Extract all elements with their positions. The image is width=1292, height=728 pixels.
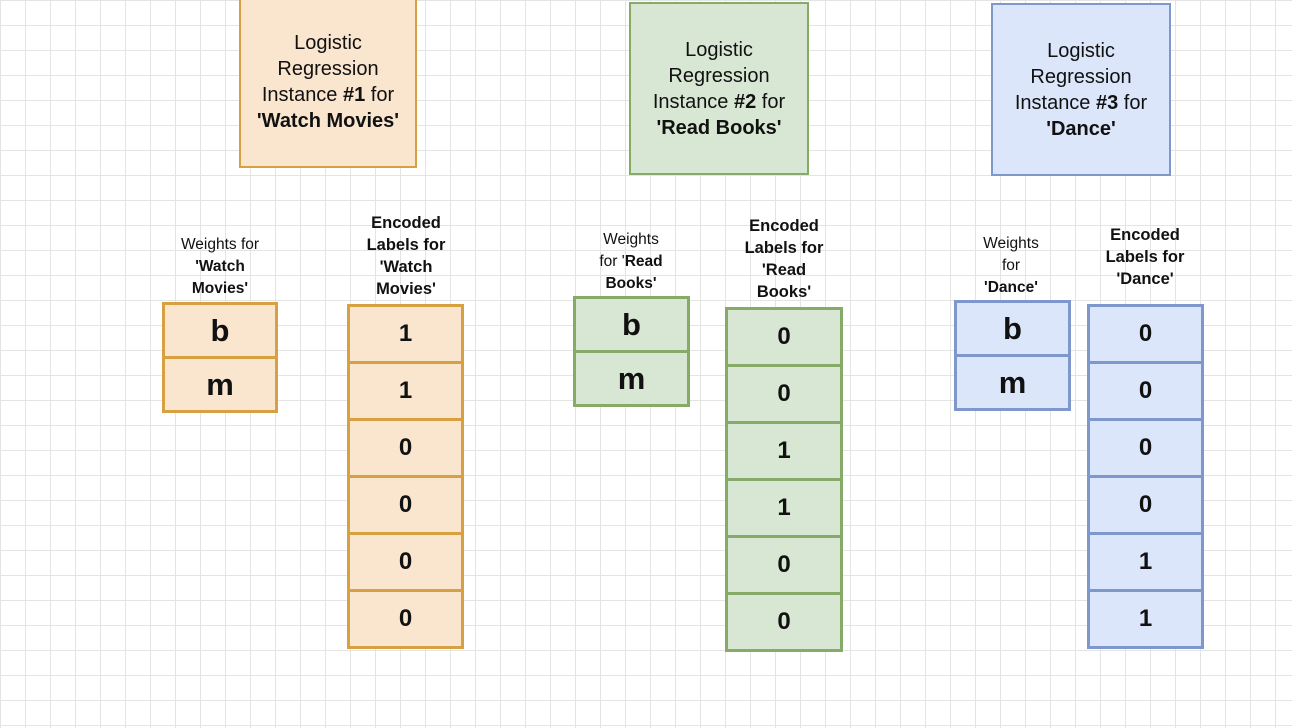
weight-cell: m	[954, 354, 1071, 411]
instance-prefix: Instance	[652, 90, 734, 113]
title-line: Logistic	[1047, 39, 1115, 62]
weight-cell: b	[573, 296, 690, 353]
label-cell: 1	[725, 421, 843, 481]
label-cell: 0	[347, 589, 464, 649]
label-cell: 0	[725, 535, 843, 595]
labels-column-2: 0 0 1 1 0 0	[725, 307, 843, 652]
label-cell: 1	[347, 304, 464, 364]
label-cell: 0	[725, 364, 843, 424]
label-cell: 1	[1087, 589, 1204, 649]
labels-caption-1: Encoded Labels for 'Watch Movies'	[366, 214, 446, 298]
label-cell: 0	[725, 307, 843, 367]
label-cell: 0	[1087, 418, 1204, 478]
title-line: Regression	[1030, 65, 1132, 88]
weight-cell: m	[162, 356, 278, 413]
label-cell: 0	[347, 475, 464, 535]
instance-suffix: for	[365, 84, 395, 106]
labels-caption-3: Encoded Labels for 'Dance'	[1105, 226, 1185, 288]
target-label: 'Read Books'	[656, 116, 782, 139]
weight-cell: b	[162, 302, 278, 359]
instance-2-title-box: Logistic Regression Instance #2 for 'Rea…	[629, 2, 809, 175]
instance-prefix: Instance	[261, 84, 343, 106]
instance-number: #2	[734, 90, 757, 113]
weights-column-3: b m	[954, 300, 1071, 411]
weight-cell: b	[954, 300, 1071, 357]
title-line: Regression	[277, 58, 379, 80]
weights-column-2: b m	[573, 296, 690, 407]
instance-prefix: Instance	[1014, 91, 1096, 114]
label-cell: 0	[1087, 304, 1204, 364]
weights-column-1: b m	[162, 302, 278, 413]
labels-column-1: 1 1 0 0 0 0	[347, 304, 464, 649]
instance-suffix: for	[1118, 91, 1148, 114]
weight-cell: m	[573, 350, 690, 407]
title-line: Logistic	[294, 32, 362, 54]
title-line: Regression	[668, 64, 770, 87]
instance-suffix: for	[756, 90, 786, 113]
label-cell: 0	[347, 532, 464, 592]
label-cell: 0	[1087, 475, 1204, 535]
weights-caption-3: Weights for 'Dance'	[983, 235, 1039, 296]
instance-number: #3	[1096, 91, 1119, 114]
title-line: Logistic	[685, 38, 753, 61]
label-cell: 1	[725, 478, 843, 538]
target-label: 'Watch Movies'	[256, 110, 400, 132]
instance-number: #1	[343, 84, 366, 106]
weights-caption-2: Weights for 'Read Books'	[599, 231, 663, 292]
label-cell: 1	[347, 361, 464, 421]
label-cell: 0	[725, 592, 843, 652]
instance-3-title-box: Logistic Regression Instance #3 for 'Dan…	[991, 3, 1171, 176]
label-cell: 1	[1087, 532, 1204, 592]
labels-caption-2: Encoded Labels for 'Read Books'	[744, 217, 824, 301]
label-cell: 0	[347, 418, 464, 478]
weights-caption-1: Weights for 'Watch Movies'	[180, 236, 260, 297]
target-label: 'Dance'	[1046, 117, 1116, 140]
labels-column-3: 0 0 0 0 1 1	[1087, 304, 1204, 649]
instance-1-title-box: Logistic Regression Instance #1 for 'Wat…	[239, 0, 417, 168]
label-cell: 0	[1087, 361, 1204, 421]
